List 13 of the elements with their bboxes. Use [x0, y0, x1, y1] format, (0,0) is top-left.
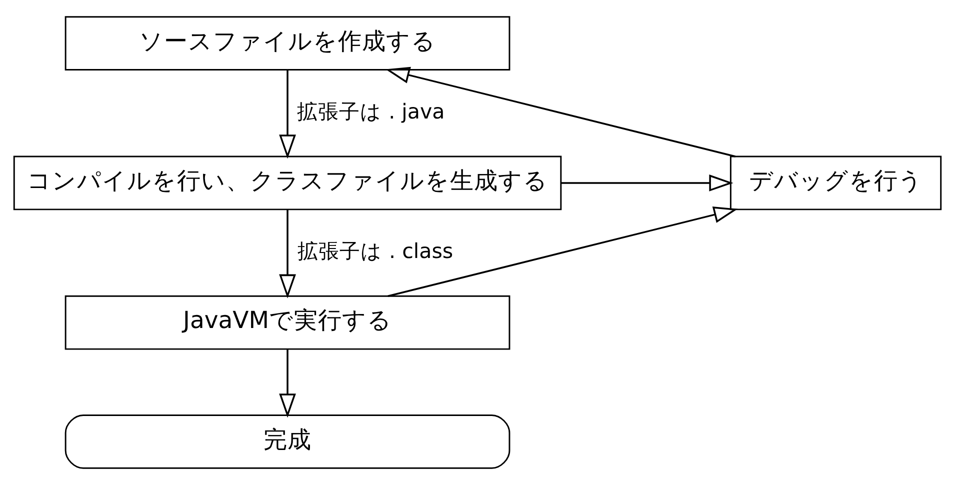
arrow — [279, 349, 296, 418]
arrow — [279, 70, 296, 159]
arrow — [385, 66, 736, 158]
arrow — [561, 174, 734, 192]
node-box: 完成 — [64, 414, 510, 469]
node-box: ソースファイルを作成する — [64, 16, 510, 71]
arrow — [388, 206, 738, 297]
arrow — [279, 210, 296, 298]
node-box: デバッグを行う — [730, 156, 942, 210]
node-box: JavaVMで実行する — [64, 295, 510, 350]
node-box: コンパイルを行い、クラスファイルを生成する — [13, 156, 562, 210]
edge-label: 拡張子は . class — [297, 239, 454, 264]
edge-label: 拡張子は . java — [297, 100, 445, 124]
